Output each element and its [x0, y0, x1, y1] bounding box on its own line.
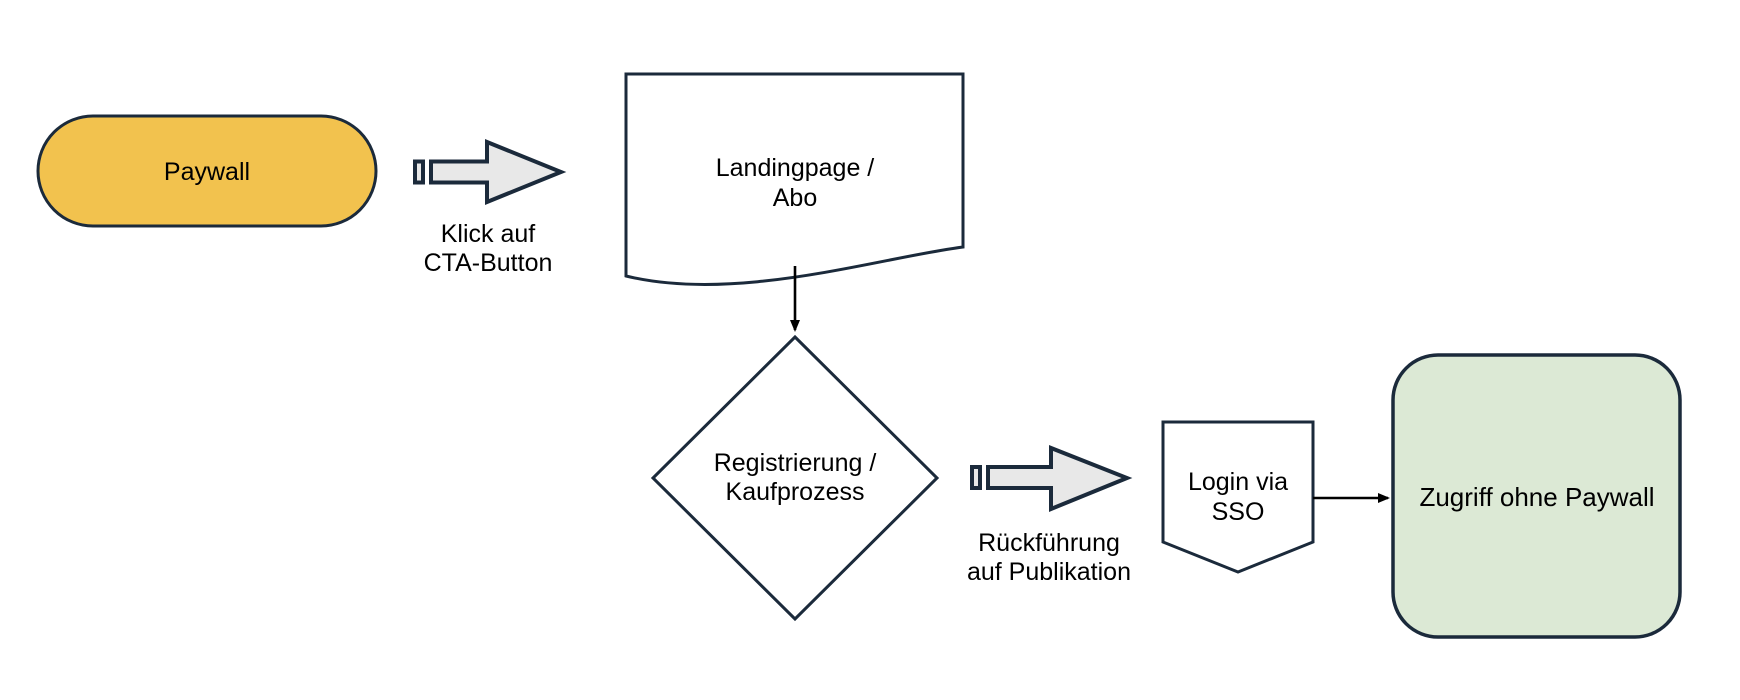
edge-label-klick-line1: Klick auf	[441, 220, 536, 248]
landingpage-label-line1: Landingpage /	[716, 154, 875, 182]
landingpage-node: Landingpage / Abo	[624, 72, 965, 286]
edge-label-rueckfuehrung-line1: Rückführung	[978, 529, 1120, 557]
edge-label-rueckfuehrung: Rückführung auf Publikation	[967, 529, 1131, 586]
landingpage-label-line2: Abo	[773, 184, 817, 212]
striped-arrow-stripe-icon	[413, 159, 425, 185]
login-sso-label-line2: SSO	[1212, 498, 1265, 526]
edge-label-klick: Klick auf CTA-Button	[424, 220, 553, 277]
diamond-shape	[650, 334, 940, 622]
edge-label-klick-line2: CTA-Button	[424, 249, 553, 277]
stadium-shape	[36, 114, 378, 228]
login-sso-node: Login via SSO	[1161, 420, 1315, 574]
rounded-rect-shape	[1391, 353, 1682, 639]
edge-label-rueckfuehrung-line2: auf Publikation	[967, 558, 1131, 586]
striped-arrow-body-icon	[429, 139, 567, 205]
zugriff-node: Zugriff ohne Paywall	[1391, 353, 1682, 639]
paywall-node: Paywall	[36, 114, 378, 228]
registrierung-label-line1: Registrierung /	[714, 449, 877, 477]
striped-arrow-stripe-icon	[970, 465, 982, 490]
zugriff-label: Zugriff ohne Paywall	[1419, 482, 1654, 512]
paywall-label: Paywall	[164, 158, 250, 186]
striped-arrow-body-icon	[986, 445, 1133, 512]
registrierung-node: Registrierung / Kaufprozess	[650, 334, 940, 622]
off-page-connector-shape	[1161, 420, 1315, 574]
striped-arrow-1	[413, 139, 567, 205]
document-shape	[624, 72, 965, 286]
login-sso-label-line1: Login via	[1188, 468, 1288, 496]
striped-arrow-2	[970, 445, 1133, 512]
registrierung-label-line2: Kaufprozess	[726, 478, 865, 506]
